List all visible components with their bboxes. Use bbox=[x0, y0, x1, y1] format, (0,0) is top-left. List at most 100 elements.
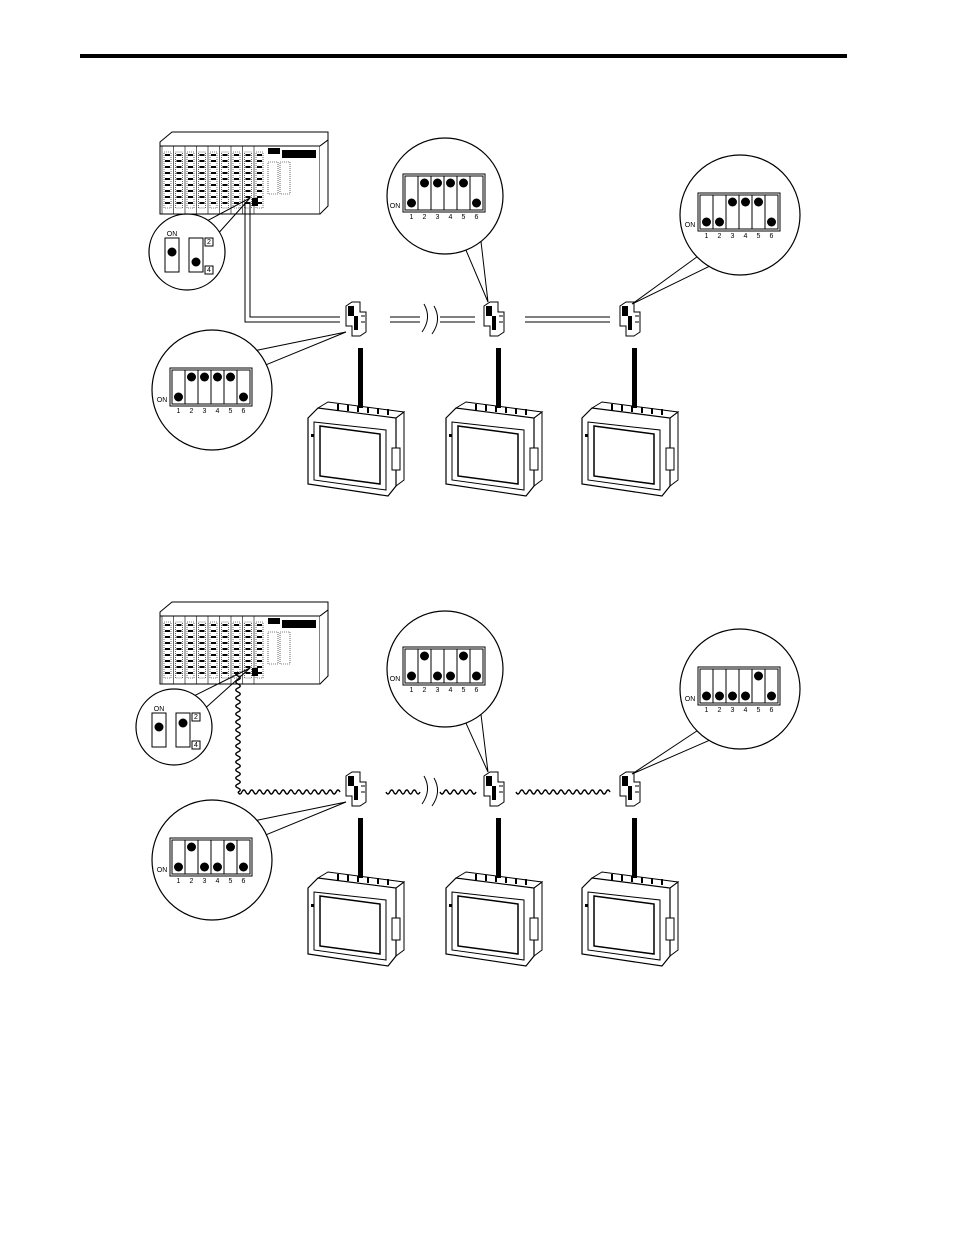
plc-terminal bbox=[246, 184, 251, 186]
plc-terminal bbox=[188, 672, 193, 674]
dip-number: 3 bbox=[203, 408, 207, 415]
plc-terminal bbox=[177, 196, 182, 198]
dip-knob bbox=[754, 672, 763, 681]
dip-knob bbox=[715, 218, 724, 227]
callout-pointer bbox=[632, 257, 709, 304]
plc-terminal bbox=[177, 154, 182, 156]
plc-terminal bbox=[257, 178, 262, 180]
plc-rack bbox=[160, 602, 328, 684]
plc-terminal bbox=[165, 660, 170, 662]
adapter-port bbox=[492, 316, 496, 330]
callout-pointer bbox=[256, 802, 346, 835]
dip-switch-callout: ON123456 bbox=[632, 629, 800, 774]
plc-terminal bbox=[188, 630, 193, 632]
plc-terminal bbox=[257, 624, 262, 626]
dip-knob bbox=[200, 373, 209, 382]
hmi-led bbox=[449, 434, 452, 437]
dip-knob bbox=[433, 179, 442, 188]
plc-cpu-indicator bbox=[268, 148, 280, 154]
plc-terminal bbox=[188, 636, 193, 638]
dip-number: 5 bbox=[229, 878, 233, 885]
plc-terminal bbox=[200, 160, 205, 162]
hmi-terminal bbox=[308, 402, 404, 496]
plc-terminal bbox=[246, 636, 251, 638]
plc-terminal bbox=[165, 672, 170, 674]
plc-terminal bbox=[200, 202, 205, 204]
plc-terminal bbox=[177, 624, 182, 626]
dip-number: 6 bbox=[770, 707, 774, 714]
dip-knob bbox=[174, 393, 183, 402]
dip-knob bbox=[187, 373, 196, 382]
plc-terminal bbox=[211, 184, 216, 186]
terminal-cable bbox=[358, 348, 363, 408]
dip-knob bbox=[472, 672, 481, 681]
plc-terminal bbox=[234, 178, 239, 180]
adapter-dip bbox=[348, 776, 354, 786]
plc-side bbox=[320, 610, 328, 684]
plc-terminal bbox=[188, 624, 193, 626]
dip-knob bbox=[767, 218, 776, 227]
plc-terminal bbox=[234, 660, 239, 662]
dip-number: 1 bbox=[410, 214, 414, 221]
link-cable bbox=[245, 202, 340, 322]
plc-terminal bbox=[177, 166, 182, 168]
callout-pointer bbox=[632, 731, 709, 774]
plc-terminal bbox=[234, 202, 239, 204]
dip-on-label: ON bbox=[685, 696, 696, 703]
terminal-cable bbox=[358, 818, 363, 878]
plc-terminal bbox=[165, 172, 170, 174]
callout-pointer bbox=[256, 332, 346, 365]
plc-terminal bbox=[165, 654, 170, 656]
plc-cpu-port bbox=[268, 632, 278, 664]
plc-terminal bbox=[211, 160, 216, 162]
link-cable bbox=[516, 790, 610, 794]
plc-terminal bbox=[165, 636, 170, 638]
callout-pointer bbox=[466, 241, 488, 302]
plc-terminal bbox=[257, 172, 262, 174]
plc-terminal bbox=[188, 654, 193, 656]
plc-terminal bbox=[177, 630, 182, 632]
plc-terminal bbox=[257, 184, 262, 186]
plc-terminal bbox=[223, 642, 228, 644]
adapter-dip bbox=[622, 776, 628, 786]
dip-knob bbox=[239, 863, 248, 872]
cable-break bbox=[422, 304, 428, 332]
plc-terminal bbox=[246, 660, 251, 662]
plc-terminal bbox=[246, 178, 251, 180]
dip-on-label: ON bbox=[157, 867, 168, 874]
plc-terminal bbox=[188, 190, 193, 192]
dip-number: 6 bbox=[475, 214, 479, 221]
plc-terminal bbox=[177, 642, 182, 644]
dip-number: 1 bbox=[410, 687, 414, 694]
plc-terminal bbox=[188, 160, 193, 162]
plc-terminal bbox=[234, 160, 239, 162]
plc-switch-number-2: 2 bbox=[207, 239, 211, 246]
plc-terminal bbox=[223, 672, 228, 674]
plc-terminal bbox=[257, 642, 262, 644]
hmi-screen bbox=[458, 426, 518, 484]
plc-terminal bbox=[211, 172, 216, 174]
dip-number: 2 bbox=[190, 408, 194, 415]
plc-terminal bbox=[223, 190, 228, 192]
hmi-terminal bbox=[446, 872, 542, 966]
link-cable bbox=[238, 790, 340, 794]
adapter-port bbox=[628, 316, 632, 330]
plc-terminal bbox=[234, 172, 239, 174]
dip-number: 4 bbox=[216, 408, 220, 415]
plc-terminal bbox=[246, 624, 251, 626]
plc-terminal bbox=[177, 654, 182, 656]
plc-terminal bbox=[211, 654, 216, 656]
dip-knob bbox=[741, 692, 750, 701]
plc-terminal bbox=[257, 636, 262, 638]
plc-terminal bbox=[223, 184, 228, 186]
plc-terminal bbox=[200, 648, 205, 650]
plc-switch-knob bbox=[192, 258, 201, 267]
plc-terminal bbox=[200, 184, 205, 186]
dip-knob bbox=[741, 198, 750, 207]
link-cable bbox=[236, 672, 240, 792]
dip-number: 4 bbox=[449, 214, 453, 221]
plc-cpu-port bbox=[268, 162, 278, 194]
plc-connector-port bbox=[252, 198, 258, 206]
